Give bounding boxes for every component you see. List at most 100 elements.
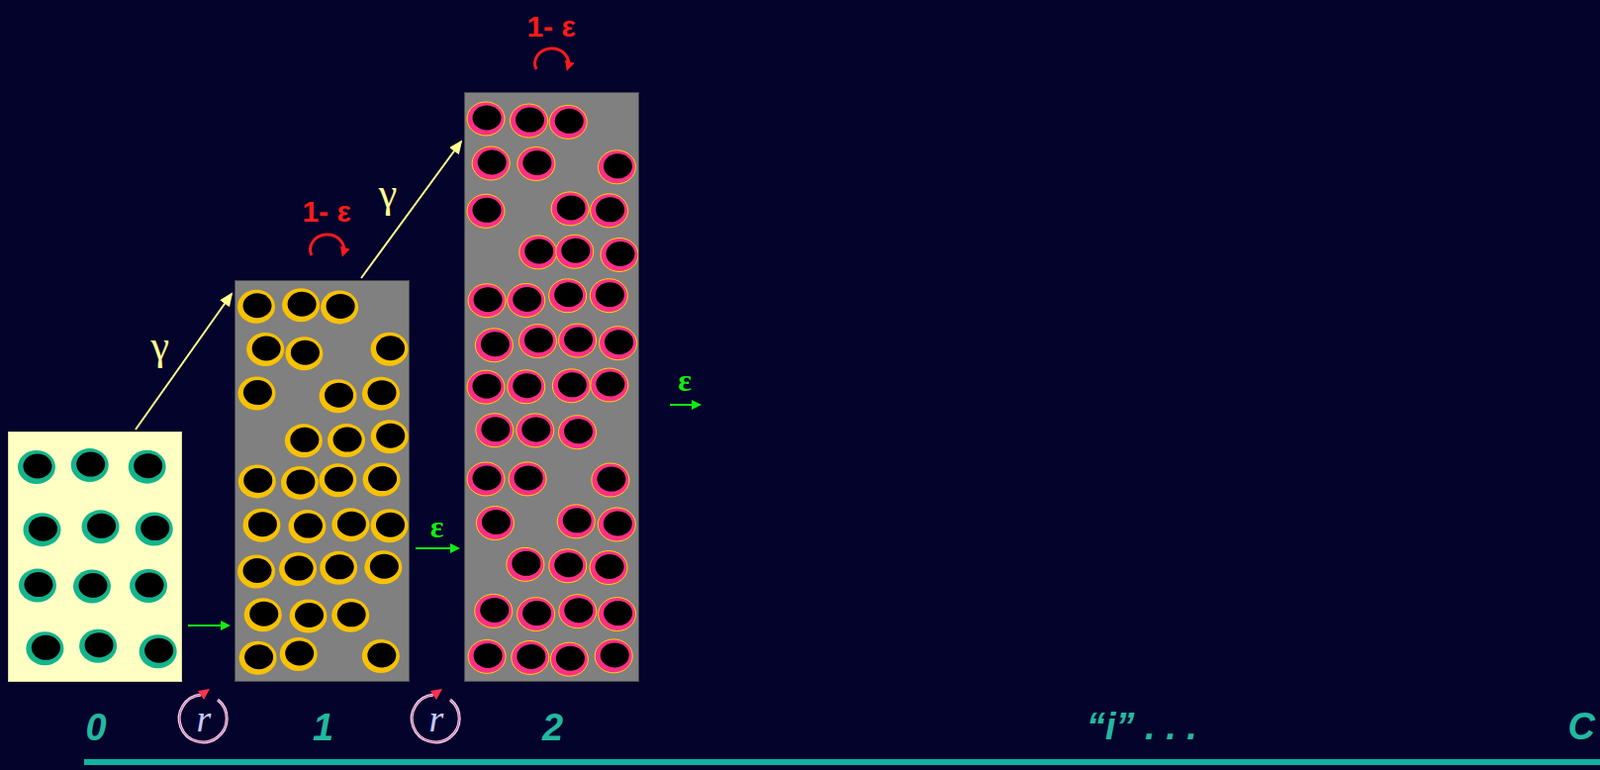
particle bbox=[589, 551, 628, 585]
particle-core bbox=[563, 507, 592, 533]
stage-index: C bbox=[1568, 707, 1596, 746]
transfer-label: ε bbox=[677, 364, 692, 396]
particle-ring bbox=[139, 634, 178, 668]
particle bbox=[82, 509, 120, 544]
particle-ring bbox=[552, 369, 590, 403]
particle-ring bbox=[467, 193, 505, 228]
particle-ring bbox=[281, 466, 319, 500]
particle-ring bbox=[549, 104, 587, 139]
particle-ring bbox=[559, 594, 597, 629]
particle-core bbox=[376, 512, 405, 538]
baseline-rule bbox=[84, 758, 1600, 765]
particle bbox=[244, 597, 283, 632]
recycle-loop-inner bbox=[179, 694, 227, 743]
particle-core bbox=[564, 597, 593, 623]
compartment-number: 1 bbox=[312, 708, 334, 747]
particle-ring bbox=[517, 597, 556, 632]
particle-ring bbox=[589, 279, 628, 313]
particle bbox=[287, 509, 326, 544]
particle-core bbox=[87, 513, 116, 539]
particle bbox=[362, 639, 400, 673]
particle bbox=[549, 549, 587, 583]
particle-core bbox=[133, 453, 163, 478]
particle bbox=[364, 550, 402, 584]
particle bbox=[552, 369, 590, 403]
particle-core bbox=[521, 416, 551, 442]
particle-ring bbox=[549, 549, 587, 583]
compartment-number: 0 bbox=[85, 708, 106, 747]
particle-ring bbox=[371, 332, 409, 367]
particle bbox=[559, 323, 597, 358]
particle bbox=[320, 289, 359, 324]
particle-ring bbox=[327, 423, 366, 458]
particle-core bbox=[524, 238, 554, 264]
particle-core bbox=[515, 107, 545, 133]
particle bbox=[17, 450, 56, 484]
particle bbox=[474, 593, 513, 628]
particle-ring bbox=[506, 547, 545, 581]
particle-ring bbox=[363, 463, 401, 497]
particle-core bbox=[78, 572, 107, 598]
particle-ring bbox=[557, 504, 595, 539]
particle-core bbox=[76, 452, 105, 477]
particle-ring bbox=[280, 637, 318, 671]
particle-core bbox=[293, 513, 323, 539]
particle-ring bbox=[599, 326, 638, 361]
particle-core bbox=[325, 554, 355, 579]
particle-core bbox=[284, 641, 314, 666]
particle-ring bbox=[467, 462, 505, 496]
particle-core bbox=[561, 238, 590, 264]
transfer-label: ε bbox=[430, 510, 445, 543]
particle bbox=[517, 597, 556, 632]
particle-core bbox=[294, 602, 324, 628]
particle-core bbox=[472, 374, 502, 399]
particle-core bbox=[144, 638, 174, 663]
particle-core bbox=[135, 572, 165, 598]
particle-ring bbox=[551, 191, 589, 226]
particle-ring bbox=[239, 641, 278, 675]
particle-ring bbox=[590, 193, 629, 228]
particle-ring bbox=[474, 328, 513, 363]
particle-core bbox=[481, 509, 511, 535]
particle bbox=[318, 463, 357, 497]
particle bbox=[475, 413, 514, 448]
particle-core bbox=[480, 416, 510, 442]
particle bbox=[467, 101, 505, 136]
particle bbox=[237, 376, 276, 411]
particle bbox=[18, 568, 57, 603]
particle-ring bbox=[25, 631, 64, 665]
particle-ring bbox=[594, 639, 633, 673]
recycle-loop bbox=[411, 694, 460, 743]
particle-core bbox=[595, 372, 625, 397]
growth-label: γ bbox=[151, 324, 171, 367]
particle-ring bbox=[509, 103, 548, 138]
particle-core bbox=[564, 327, 593, 353]
particle bbox=[598, 597, 637, 632]
particle-core bbox=[284, 556, 314, 581]
growth-arrow bbox=[361, 141, 462, 279]
particle-core bbox=[595, 196, 625, 222]
particle-ring bbox=[362, 639, 400, 673]
particle-ring bbox=[507, 283, 546, 318]
recycle-loop-inner bbox=[411, 694, 460, 743]
particle-core bbox=[368, 466, 397, 491]
particle-core bbox=[31, 635, 61, 660]
particle-core bbox=[472, 104, 502, 130]
particle bbox=[600, 237, 639, 272]
particle-core bbox=[600, 642, 630, 667]
particle-ring bbox=[71, 448, 109, 482]
particle bbox=[319, 378, 358, 413]
particle bbox=[280, 637, 318, 671]
particle-ring bbox=[284, 336, 323, 371]
particle-illustration bbox=[465, 93, 639, 681]
particle-core bbox=[472, 465, 502, 490]
recycle-arrowhead bbox=[197, 688, 210, 700]
particle-core bbox=[337, 601, 367, 627]
retention-label: 1- ε bbox=[301, 196, 351, 227]
particle bbox=[549, 104, 587, 139]
particle-ring bbox=[597, 150, 636, 185]
particle-core bbox=[367, 643, 396, 668]
particle-ring bbox=[364, 550, 402, 584]
particle-core bbox=[243, 292, 273, 318]
